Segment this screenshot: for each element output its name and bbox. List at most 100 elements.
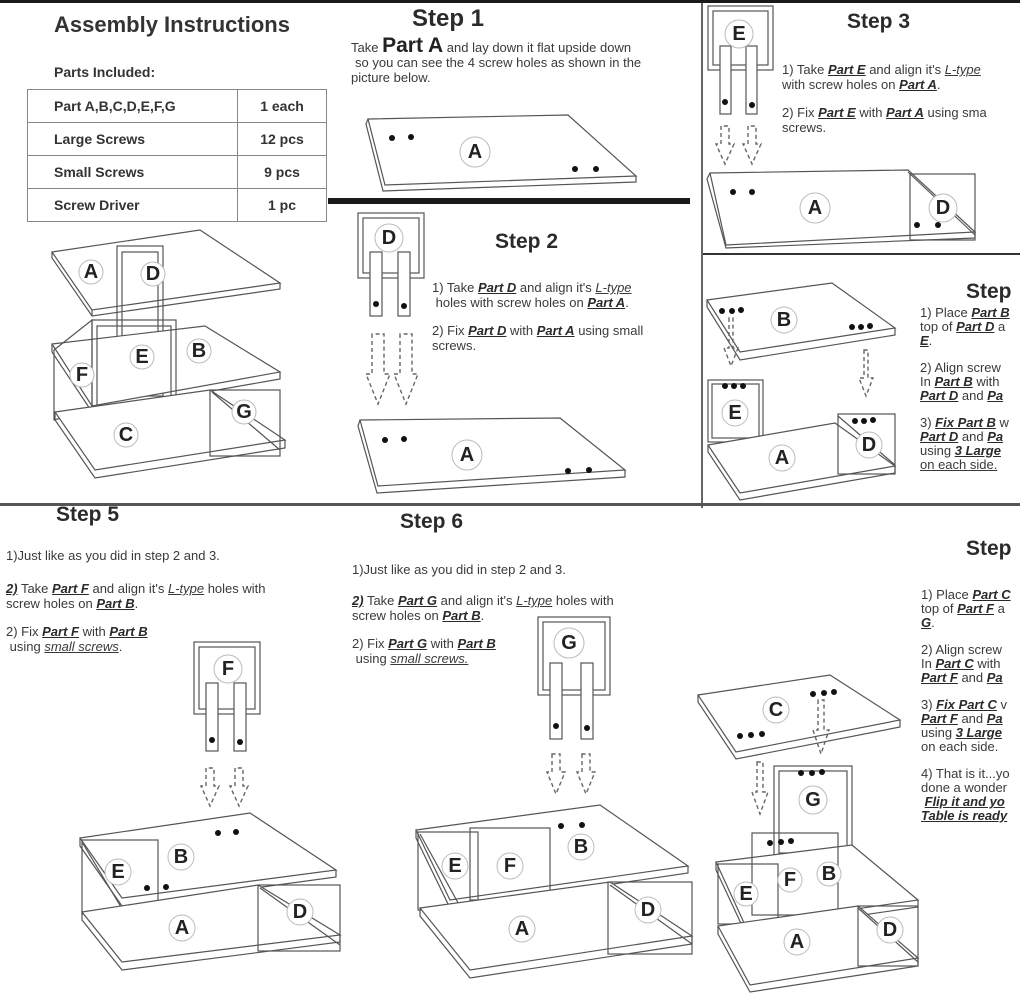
label-d: D xyxy=(634,896,662,924)
instruction-text: 2) xyxy=(6,581,18,596)
instruction-text: Part F xyxy=(52,581,89,596)
instruction-text: B xyxy=(574,836,588,858)
label-f: F xyxy=(69,362,95,388)
instruction-text: Flip it and yo xyxy=(924,794,1005,809)
instruction-text: small screws xyxy=(44,639,119,654)
instruction-text: B xyxy=(822,863,836,885)
instruction-text: screws. xyxy=(782,120,827,135)
part-qty: 1 pc xyxy=(237,188,327,222)
part-qty: 9 pcs xyxy=(237,155,327,189)
instruction-text: E xyxy=(448,855,461,877)
instruction-text: Fix Part C xyxy=(936,697,997,712)
instruction-text: Part B xyxy=(971,306,1010,320)
instruction-text: . xyxy=(134,596,139,611)
instruction-text: D xyxy=(641,899,655,921)
instruction-text: Part F xyxy=(921,711,958,726)
instruction-text: A xyxy=(468,141,482,163)
divider-top-bottom xyxy=(0,503,1020,506)
instruction-text: Part G xyxy=(388,636,428,651)
instruction-text: Part A xyxy=(587,295,626,310)
instruction-item: 2) Fix Part F with Part B using small sc… xyxy=(6,624,266,654)
label-c: C xyxy=(113,422,139,448)
instruction-text: Part B xyxy=(442,608,481,623)
instruction-text: 2) Fix xyxy=(782,105,819,120)
instruction-text: Part E xyxy=(828,62,866,77)
instruction-text: L-type xyxy=(595,280,632,295)
instruction-text: G xyxy=(561,632,577,654)
instruction-text: D xyxy=(293,901,307,923)
instruction-text: Part C xyxy=(935,656,974,671)
instruction-text: and align it's xyxy=(88,581,168,596)
instruction-text: 1) Place xyxy=(920,306,972,320)
label-a: A xyxy=(508,915,536,943)
instruction-text: using small xyxy=(574,323,644,338)
instruction-text: with xyxy=(78,624,110,639)
instruction-text: . xyxy=(480,608,485,623)
instruction-text: and align it's xyxy=(516,280,596,295)
instruction-text: D xyxy=(862,434,876,456)
instruction-text: with xyxy=(972,374,1000,389)
instruction-text: with screw holes on xyxy=(782,77,900,92)
instruction-text: Part D xyxy=(468,323,507,338)
instruction-text: B xyxy=(192,340,206,362)
instruction-text: A xyxy=(515,918,529,940)
step4-title: Step xyxy=(966,280,1012,303)
instruction-text: In xyxy=(920,374,935,389)
label-g: G xyxy=(798,785,828,815)
instruction-text: Part F xyxy=(921,670,958,685)
instruction-text: G xyxy=(805,789,821,811)
instruction-text: Part D xyxy=(478,280,517,295)
instruction-text: using sma xyxy=(923,105,987,120)
instruction-item: 2) Take Part G and align it's L-type hol… xyxy=(352,593,614,623)
instruction-text: with xyxy=(855,105,887,120)
step6-title: Step 6 xyxy=(400,510,464,533)
step2-instructions: 1) Take Part D and align it's L-type hol… xyxy=(432,280,643,366)
instruction-text: E xyxy=(135,346,148,368)
arrow-down-icon xyxy=(751,761,769,817)
step1-line1: and lay down it flat upside down xyxy=(446,40,632,55)
arrow-down-icon xyxy=(575,753,597,796)
instruction-text: Fix Part B xyxy=(935,415,996,430)
instruction-text: 2) Fix xyxy=(6,624,43,639)
instruction-text: Part F xyxy=(957,601,994,616)
instruction-text: Take xyxy=(363,593,399,608)
instruction-text: 1) Take xyxy=(782,62,829,77)
instruction-text: top of xyxy=(921,601,958,616)
instruction-text: w xyxy=(995,415,1009,430)
label-b: B xyxy=(816,861,842,887)
instruction-text: and align it's xyxy=(437,593,517,608)
label-e: E xyxy=(724,19,754,49)
label-b: B xyxy=(167,843,195,871)
instruction-text: D xyxy=(146,263,160,285)
part-item: Small Screws xyxy=(27,155,238,189)
label-d: D xyxy=(928,193,958,223)
instruction-text: 2) Fix xyxy=(432,323,469,338)
instruction-text: Part D xyxy=(920,429,959,444)
step6-instructions: 1)Just like as you did in step 2 and 3. … xyxy=(352,562,614,679)
instruction-text: Part A xyxy=(536,323,575,338)
instruction-text: 1) Take xyxy=(432,280,479,295)
instruction-text: . xyxy=(931,615,935,630)
instruction-text: Part D xyxy=(956,319,995,334)
instruction-text: . xyxy=(118,639,123,654)
instruction-item: 1)Just like as you did in step 2 and 3. xyxy=(6,548,220,563)
label-d: D xyxy=(855,431,883,459)
page-title: Assembly Instructions xyxy=(54,12,290,37)
instruction-item: 2) Take Part F and align it's L-type hol… xyxy=(6,581,266,611)
instruction-text: and xyxy=(957,711,987,726)
instruction-text: 3 Large xyxy=(954,443,1001,458)
instruction-text: Pa xyxy=(986,670,1003,685)
step5-title: Step 5 xyxy=(56,503,120,526)
label-e: E xyxy=(441,852,469,880)
instruction-text: Pa xyxy=(986,711,1003,726)
instruction-text: G xyxy=(236,401,252,423)
